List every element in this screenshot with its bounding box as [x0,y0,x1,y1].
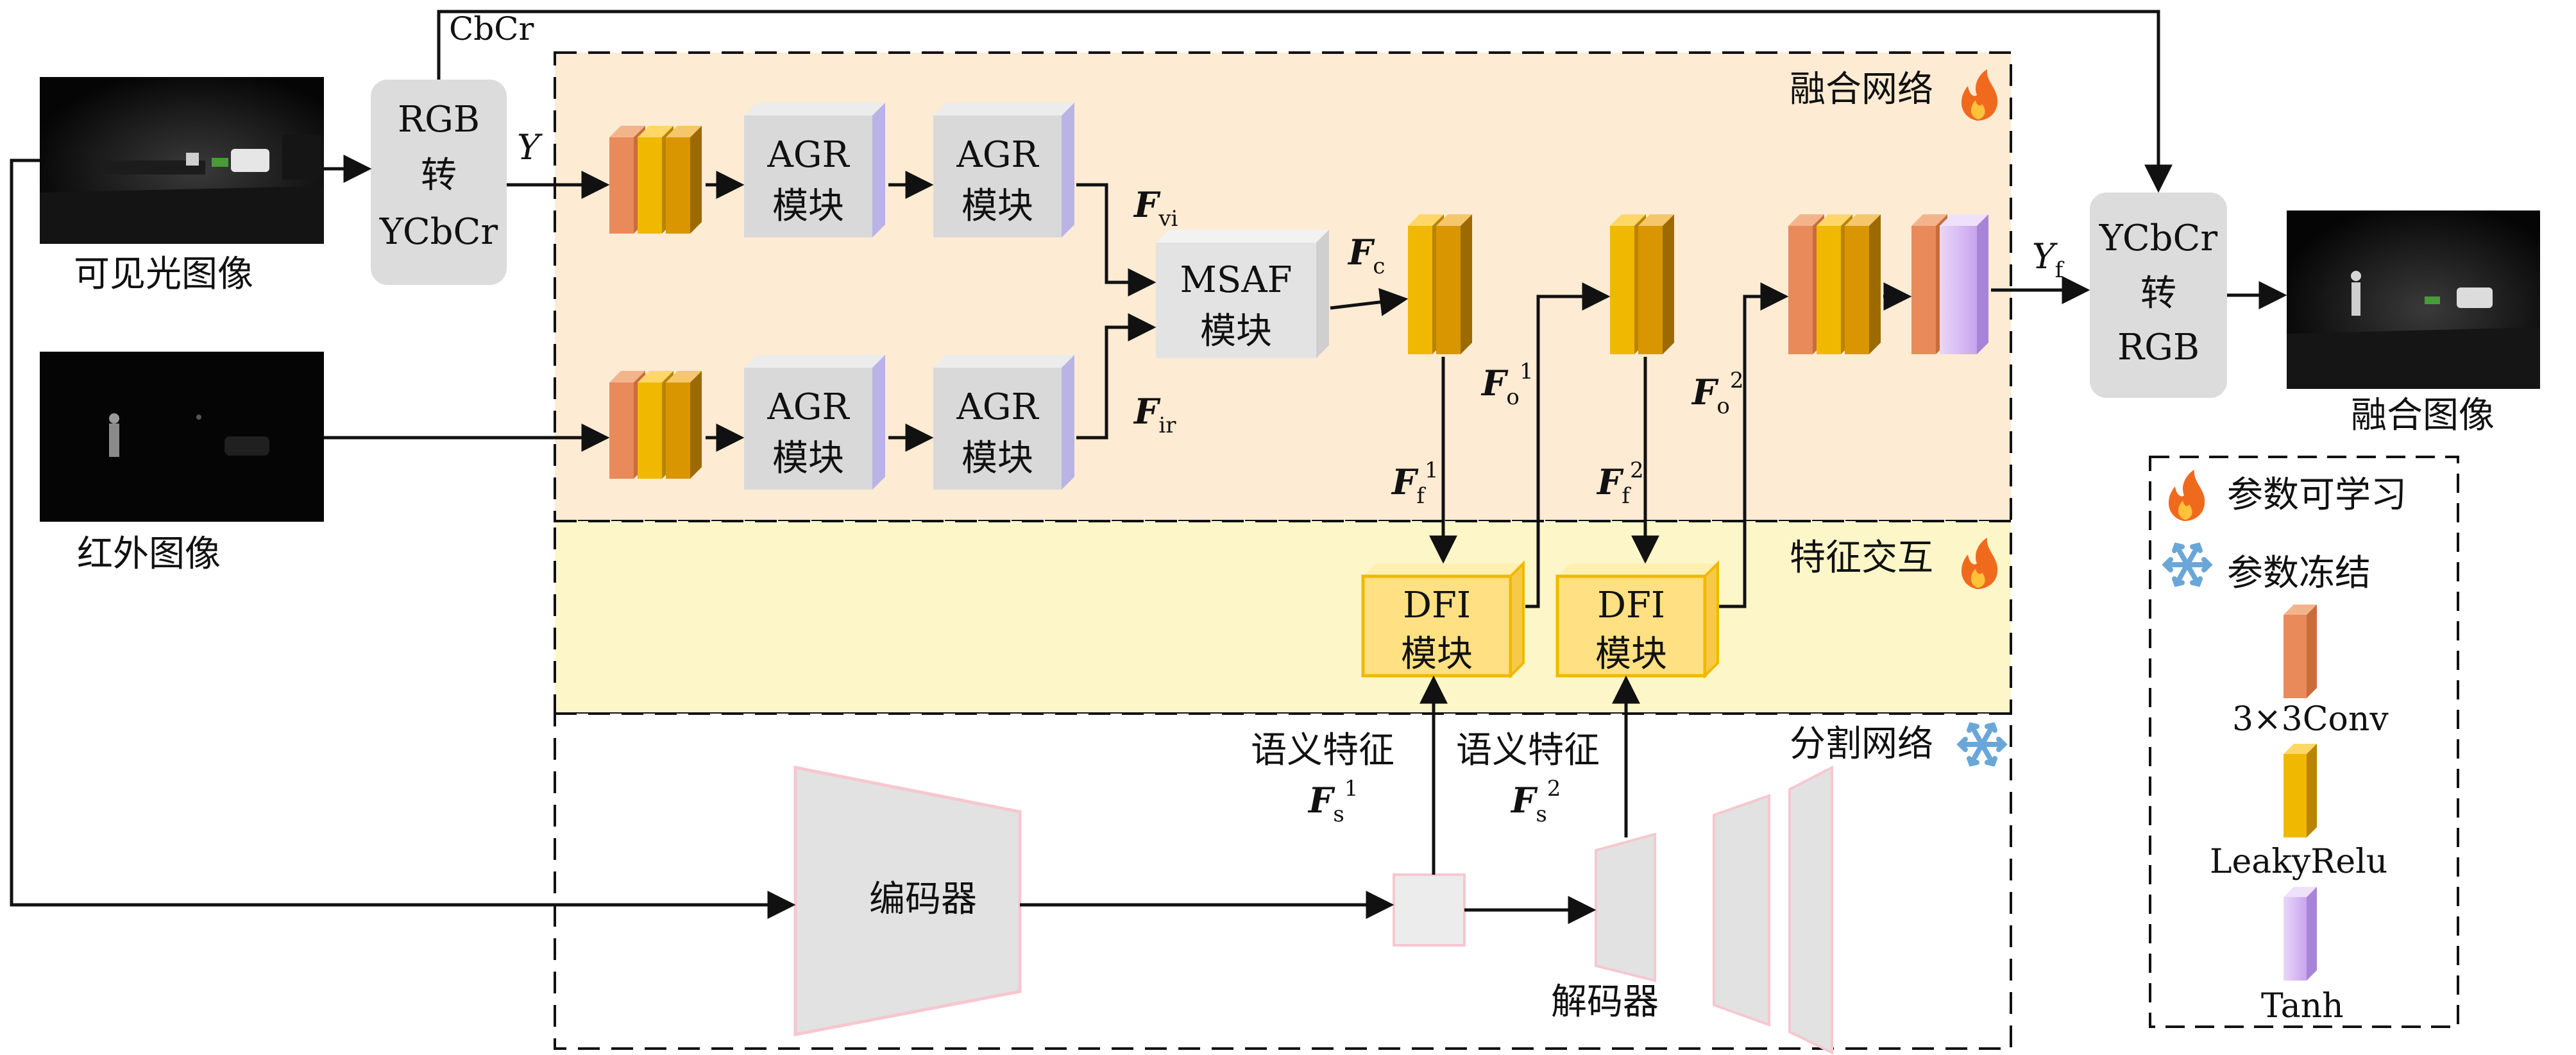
y-f-label: Yf [2032,236,2065,283]
legend-tanh-label: Tanh [2261,987,2344,1025]
fused-image [2287,210,2540,389]
ycbcr-to-rgb-line3: RGB [2117,327,2199,368]
fo2-stack [1788,214,1881,354]
legend-conv-label: 3×3Conv [2232,700,2389,739]
decoder-block-2 [1713,794,1770,1027]
legend-leaky-label: LeakyRelu [2210,843,2387,881]
ycbcr-to-rgb-line2: 转 [2140,273,2176,314]
fusion-title: 融合网络 [1790,69,1933,110]
f-f2-label: Ff2 [1596,458,1644,509]
ycbcr-to-rgb-line1: YCbCr [2099,218,2218,259]
f-o2-label: Fo2 [1691,368,1743,419]
dfi-module-1: DFI 模块 [1361,560,1525,679]
fo1-stack [1610,214,1674,354]
decoder-label: 解码器 [1551,981,1659,1023]
interaction-title: 特征交互 [1790,537,1933,579]
f-o1-label: Fo1 [1480,359,1533,410]
snowflake-icon [1956,722,2008,767]
decoder-block-3 [1788,765,1833,1055]
dfi-label: 模块 [1595,633,1667,675]
interaction-region [554,520,2012,715]
legend-learnable-label: 参数可学习 [2227,474,2407,516]
infrared-image [40,352,324,522]
encoder-label: 编码器 [869,879,977,920]
fused-image-label: 融合图像 [2351,395,2495,436]
y-label: Y [517,127,543,167]
visible-image [40,77,324,244]
fc-stack [1408,214,1472,354]
agr-label: 模块 [772,185,844,227]
agr-label: AGR [767,386,850,428]
semantic-feature-label-1: 语义特征 [1251,730,1394,771]
f-s2-label: Fs2 [1510,776,1561,827]
msaf-label: 模块 [1200,311,1272,352]
visible-image-label: 可见光图像 [74,253,253,295]
flame-icon [1961,69,1998,121]
f-vi-label: Fvi [1133,184,1178,232]
msaf-module: MSAF 模块 [1156,230,1329,358]
connections [10,10,2287,924]
decoder-block-1 [1595,832,1656,982]
agr-module-ir-1: AGR 模块 [744,355,885,490]
f-f1-label: Ff1 [1391,458,1439,509]
rgb-to-ycbcr-block [371,80,507,285]
segmentation-title: 分割网络 [1790,723,1933,765]
agr-label: AGR [956,386,1039,428]
rgb-to-ycbcr-line3: YCbCr [379,211,498,253]
dfi-label: 模块 [1401,633,1473,675]
legend-conv-swatch [2284,605,2317,698]
flame-icon [2168,470,2205,521]
rgb-to-ycbcr-line2: 转 [421,155,457,196]
agr-label: AGR [767,134,850,176]
legend-leaky-swatch [2284,744,2317,837]
legend-frozen-label: 参数冻结 [2227,553,2371,594]
dfi-label: DFI [1597,585,1665,626]
dfi-module-2: DFI 模块 [1555,560,1719,679]
conv-leaky-stack-ir [609,371,702,479]
agr-module-vi-2: AGR 模块 [933,103,1074,237]
msaf-label: MSAF [1180,259,1292,301]
agr-label: 模块 [962,438,1033,479]
infrared-image-label: 红外图像 [77,533,221,575]
output-stack [1911,214,1988,354]
agr-module-ir-2: AGR 模块 [933,355,1074,490]
rgb-to-ycbcr-line1: RGB [398,99,480,141]
agr-module-vi-1: AGR 模块 [744,103,885,237]
conv-leaky-stack-vi [609,126,702,234]
flame-icon [1961,538,1998,589]
ycbcr-to-rgb-block [2090,193,2227,398]
semantic-feature-label-2: 语义特征 [1456,730,1600,771]
cbcr-label: CbCr [449,10,534,47]
agr-label: 模块 [772,438,844,479]
f-s1-label: Fs1 [1307,776,1358,827]
legend-tanh-swatch [2284,887,2317,981]
f-c-label: Fc [1347,232,1385,279]
encoder-block [793,765,1022,1037]
f-ir-label: Fir [1133,391,1176,438]
agr-label: AGR [956,134,1039,176]
latent-feature [1393,873,1466,947]
snowflake-icon [2162,542,2213,587]
dfi-label: DFI [1403,585,1471,626]
agr-label: 模块 [962,185,1033,227]
